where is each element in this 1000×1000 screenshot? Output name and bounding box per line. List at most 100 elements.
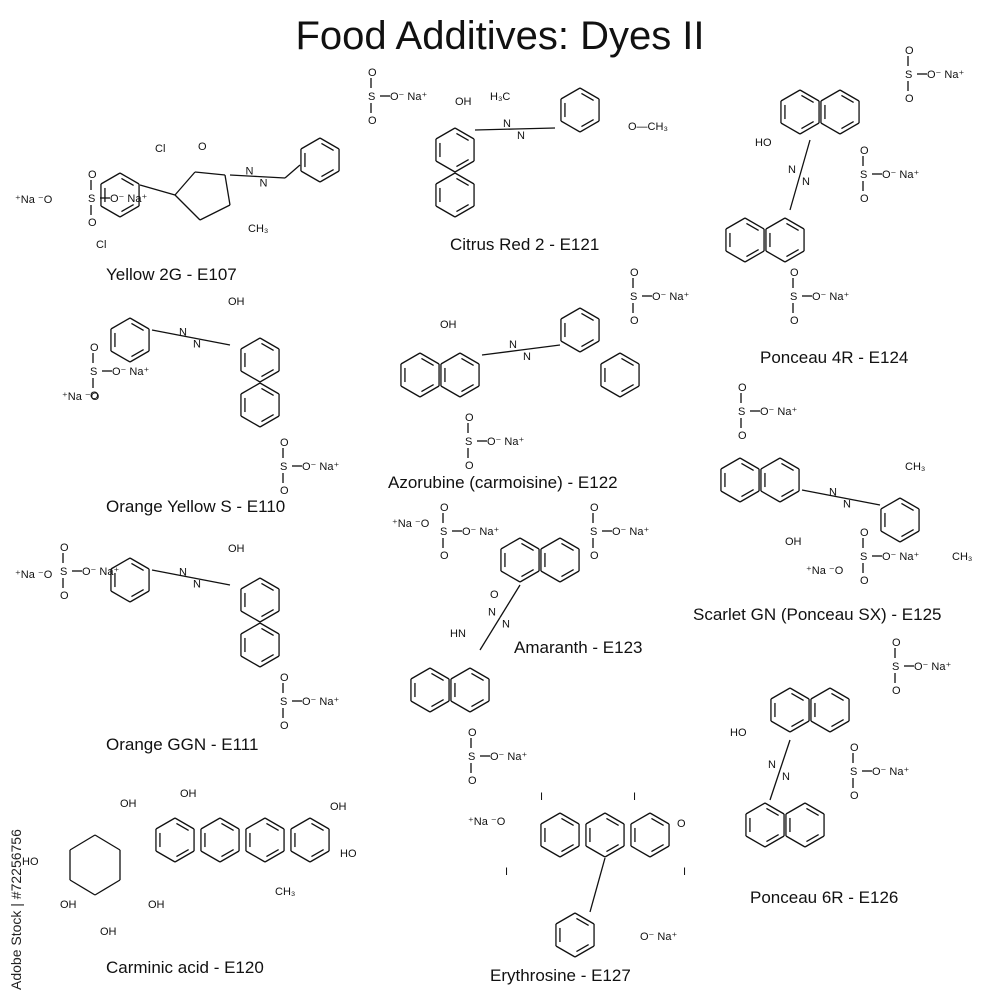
yellow-2g-ring bbox=[100, 205, 121, 218]
sulfur-label: S bbox=[630, 291, 637, 303]
double-bond bbox=[521, 568, 534, 578]
amaranth-ring bbox=[519, 570, 540, 583]
double-bond bbox=[321, 142, 334, 152]
caption-scarlet-gn: Scarlet GN (Ponceau SX) - E125 bbox=[693, 605, 942, 624]
double-bond bbox=[621, 383, 634, 393]
double-bond bbox=[176, 822, 189, 832]
azo-bond bbox=[481, 349, 522, 356]
orange-yellow-ring bbox=[259, 337, 280, 350]
azo-bond bbox=[229, 174, 258, 178]
sulfonate-label: O⁻ Na⁺ bbox=[487, 436, 524, 448]
scarlet-gn-ring bbox=[880, 497, 901, 510]
oxygen-label: O bbox=[905, 93, 914, 105]
azorubine-ring bbox=[579, 307, 600, 320]
sulfur-label: S bbox=[280, 461, 287, 473]
scarlet-gn-ring bbox=[760, 490, 781, 503]
azo-bond bbox=[799, 139, 811, 176]
double-bond bbox=[606, 843, 619, 853]
oxygen-label: O bbox=[90, 390, 99, 402]
methyl-label: CH₃ bbox=[905, 461, 925, 473]
double-bond bbox=[741, 462, 754, 472]
carminic-ring bbox=[245, 817, 266, 830]
erythrosine-ring bbox=[574, 912, 595, 925]
azo-bond bbox=[769, 769, 781, 801]
carminic-ring bbox=[309, 817, 330, 830]
orange-ggn-ring bbox=[259, 610, 280, 623]
erythrosine-ring bbox=[559, 845, 580, 858]
double-bond bbox=[221, 822, 234, 832]
scarlet-gn-ring bbox=[760, 457, 781, 470]
sulfonate-label: O⁻ Na⁺ bbox=[872, 766, 909, 778]
amaranth-ring bbox=[429, 667, 450, 680]
sulfur-label: S bbox=[738, 406, 745, 418]
nitrogen-label: N bbox=[193, 579, 201, 591]
double-bond bbox=[621, 357, 634, 367]
caption-ponceau-4r: Ponceau 4R - E124 bbox=[760, 348, 909, 367]
sulfonate-label: O⁻ Na⁺ bbox=[652, 291, 689, 303]
azorubine-ring bbox=[560, 340, 581, 353]
double-bond bbox=[576, 917, 589, 927]
oxygen-label: O bbox=[860, 527, 869, 539]
double-bond bbox=[261, 627, 274, 637]
azo-bond bbox=[789, 174, 801, 211]
ponceau-6r-ring bbox=[770, 687, 791, 700]
double-bond bbox=[901, 502, 914, 512]
hydroxyl-label: HO bbox=[755, 137, 772, 149]
citrus-red-ring bbox=[560, 87, 581, 100]
scarlet-gn-ring bbox=[779, 490, 800, 503]
carminic-ring bbox=[264, 850, 285, 863]
amaranth-ring bbox=[429, 700, 450, 713]
bond bbox=[69, 879, 96, 896]
hydroxyl-label: OH bbox=[148, 899, 165, 911]
azo-bond bbox=[479, 617, 501, 651]
ponceau-4r-ring bbox=[820, 122, 841, 135]
ponceau-4r-ring bbox=[784, 250, 805, 263]
orange-yellow-ring bbox=[129, 350, 150, 363]
amaranth-ring bbox=[559, 537, 580, 550]
oxygen-label: O bbox=[468, 727, 477, 739]
sulfur-label: S bbox=[88, 193, 95, 205]
iodine-label: I bbox=[633, 791, 636, 803]
methyl-label: CH₃ bbox=[952, 551, 972, 563]
double-bond bbox=[131, 322, 144, 332]
double-bond bbox=[561, 843, 574, 853]
amaranth-ring bbox=[450, 700, 471, 713]
methyl-label: H₃C bbox=[490, 91, 510, 103]
ponceau-4r-ring bbox=[839, 122, 860, 135]
citrus-red-ring bbox=[454, 172, 475, 185]
double-bond bbox=[311, 822, 324, 832]
hydroxyl-label: HO bbox=[340, 848, 357, 860]
double-bond bbox=[421, 357, 434, 367]
orange-ggn-ring bbox=[240, 655, 261, 668]
double-bond bbox=[561, 542, 574, 552]
orange-ggn-ring bbox=[129, 590, 150, 603]
bond bbox=[589, 857, 606, 913]
citrus-red-ring bbox=[435, 127, 456, 140]
sulfonate-label: O⁻ Na⁺ bbox=[110, 193, 147, 205]
nitrogen-label: N bbox=[509, 339, 517, 351]
erythrosine-ring bbox=[540, 845, 561, 858]
nitrogen-label: N bbox=[193, 339, 201, 351]
yellow-2g-ring bbox=[319, 137, 340, 150]
ponceau-4r-ring bbox=[744, 250, 765, 263]
oxygen-label: O bbox=[440, 502, 449, 514]
caption-ponceau-6r: Ponceau 6R - E126 bbox=[750, 888, 899, 907]
carminic-ring bbox=[174, 817, 195, 830]
methyl-label: CH₃ bbox=[248, 223, 268, 235]
nitrogen-label: N bbox=[843, 499, 851, 511]
double-bond bbox=[461, 383, 474, 393]
yellow-2g-ring bbox=[300, 137, 321, 150]
ponceau-6r-ring bbox=[770, 720, 791, 733]
sulfonate-label: O⁻ Na⁺ bbox=[302, 696, 339, 708]
carminic-ring bbox=[155, 817, 176, 830]
ponceau-6r-ring bbox=[789, 720, 810, 733]
carminic-ring bbox=[174, 850, 195, 863]
orange-yellow-ring bbox=[240, 415, 261, 428]
caption-erythrosine: Erythrosine - E127 bbox=[490, 966, 631, 985]
double-bond bbox=[581, 338, 594, 348]
sulfonate-label: O⁻ Na⁺ bbox=[490, 751, 527, 763]
ponceau-6r-ring bbox=[829, 687, 850, 700]
double-bond bbox=[841, 120, 854, 130]
carminic-ring bbox=[264, 817, 285, 830]
double-bond bbox=[651, 817, 664, 827]
